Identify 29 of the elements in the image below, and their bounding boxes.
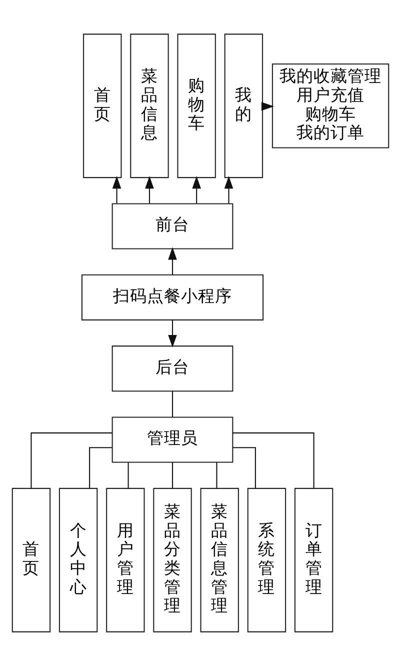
connector [30, 432, 112, 488]
arrow [112, 176, 122, 204]
node-box: 管理员 [112, 416, 234, 463]
arrow [168, 320, 177, 348]
connector [216, 462, 218, 488]
node-box: 系统管理 [247, 488, 286, 632]
node-box: 后台 [112, 346, 234, 392]
node-box: 个人中心 [58, 488, 98, 632]
connector [89, 447, 112, 488]
node-box: 菜品信息管理 [200, 488, 239, 632]
node-box: 前台 [112, 203, 234, 250]
connector [232, 432, 314, 488]
connector [172, 391, 174, 418]
connector [172, 462, 174, 488]
arrow [145, 176, 154, 204]
node-box: 用户管理 [106, 488, 145, 632]
arrow [168, 247, 177, 275]
node-box: 菜品分类管理 [153, 488, 192, 632]
node-box: 首页 [83, 34, 122, 178]
node-box: 购物车 [177, 34, 216, 178]
node-box: 菜品信息 [130, 34, 169, 178]
connector [232, 447, 256, 488]
node-box: 订单管理 [294, 488, 334, 632]
arrow [224, 176, 234, 204]
node-box: 首页 [12, 488, 51, 632]
node-box: 我的收藏管理 用户充值 购物车 我的订单 [272, 64, 390, 148]
arrow [192, 176, 201, 204]
node-box: 扫码点餐小程序 [81, 274, 264, 320]
connector [128, 462, 129, 488]
